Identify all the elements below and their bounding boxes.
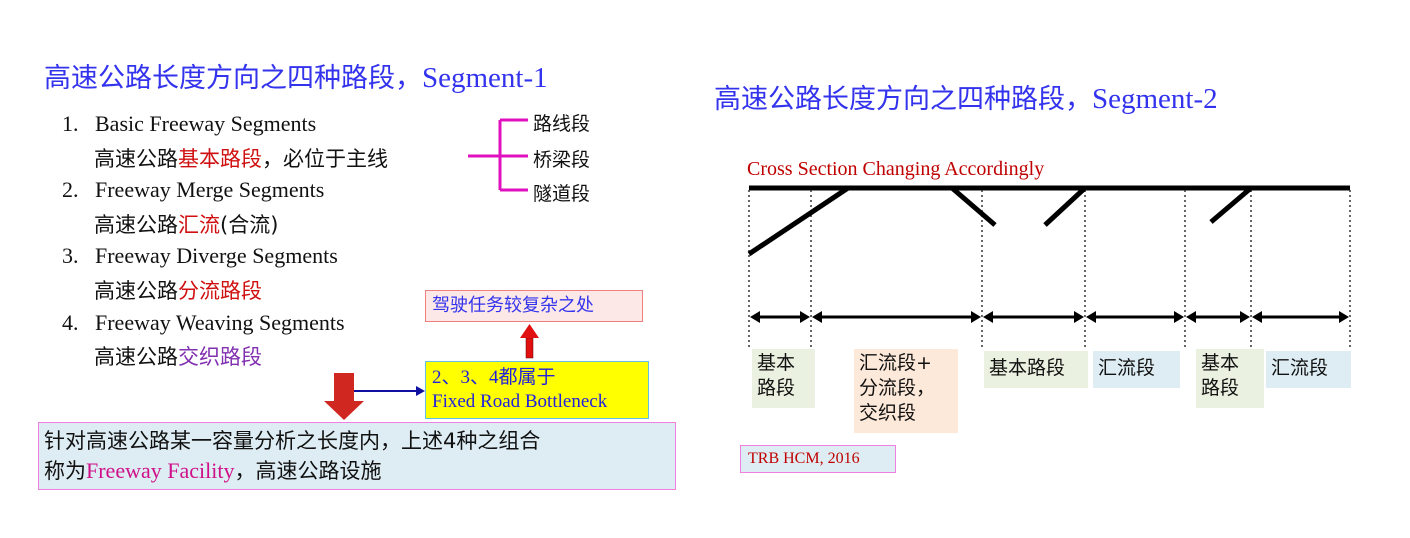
basic-type-route: 路线段 (533, 113, 591, 135)
item-1-en: 1. Basic Freeway Segments (62, 111, 317, 136)
segment-label-4: 汇流段 (1093, 351, 1180, 388)
segment-label-1: 基本路段 (752, 349, 815, 408)
ramps (747, 185, 1253, 257)
left-title: 高速公路长度方向之四种路段，Segment-1 (44, 56, 548, 95)
segment-length-arrows (750, 311, 1349, 323)
facility-line2: 称为Freeway Facility，高速公路设施 (44, 458, 382, 483)
segment-label-5: 基本路段 (1196, 349, 1264, 408)
basic-type-tunnel: 隧道段 (533, 183, 591, 205)
item-2-cn: 高速公路汇流(合流) (94, 213, 279, 237)
right-title: 高速公路长度方向之四种路段，Segment-2 (714, 77, 1218, 116)
basic-type-bridge: 桥梁段 (533, 149, 591, 171)
left-title-cn: 高速公路长度方向之四种路段， (44, 63, 422, 94)
facility-box: 针对高速公路某一容量分析之长度内，上述4种之组合 称为Freeway Facil… (38, 422, 676, 490)
source-citation: TRB HCM, 2016 (740, 445, 896, 473)
item-3-en: 3. Freeway Diverge Segments (62, 243, 338, 268)
length-arrow (1252, 311, 1349, 323)
right-arrow-icon (354, 386, 425, 396)
segment-label-2: 汇流段+分流段，交织段 (854, 349, 958, 433)
length-arrow (1086, 311, 1184, 323)
item-2-en: 2. Freeway Merge Segments (62, 177, 325, 202)
facility-line1: 针对高速公路某一容量分析之长度内，上述4种之组合 (44, 429, 541, 453)
bottleneck-line2: Fixed Road Bottleneck (432, 391, 608, 412)
segment-boundaries (748, 190, 1351, 350)
bottleneck-box: 2、3、4都属于 Fixed Road Bottleneck (425, 361, 649, 419)
item-3-cn: 高速公路分流路段 (94, 279, 262, 303)
bottleneck-line1: 2、3、4都属于 (432, 367, 556, 388)
segment-label-6: 汇流段 (1266, 351, 1351, 388)
length-arrow (812, 311, 981, 323)
left-title-en: Segment-1 (422, 62, 548, 94)
up-arrow-icon (520, 324, 539, 359)
item-1-cn: 高速公路基本路段，必位于主线 (94, 147, 388, 171)
complex-note-box: 驾驶任务较复杂之处 (425, 290, 643, 322)
down-arrow-icon (324, 373, 364, 420)
length-arrow (750, 311, 810, 323)
right-title-cn: 高速公路长度方向之四种路段， (714, 84, 1092, 115)
cross-section-label: Cross Section Changing Accordingly (747, 158, 1045, 180)
item-4-en: 4. Freeway Weaving Segments (62, 310, 345, 335)
length-arrow (1186, 311, 1250, 323)
right-title-en: Segment-2 (1092, 83, 1218, 115)
length-arrow (983, 311, 1084, 323)
bracket-icon (468, 118, 528, 192)
item-4-cn: 高速公路交织路段 (94, 345, 262, 369)
left-connectors (324, 118, 539, 420)
segment-label-3: 基本路段 (984, 351, 1088, 388)
